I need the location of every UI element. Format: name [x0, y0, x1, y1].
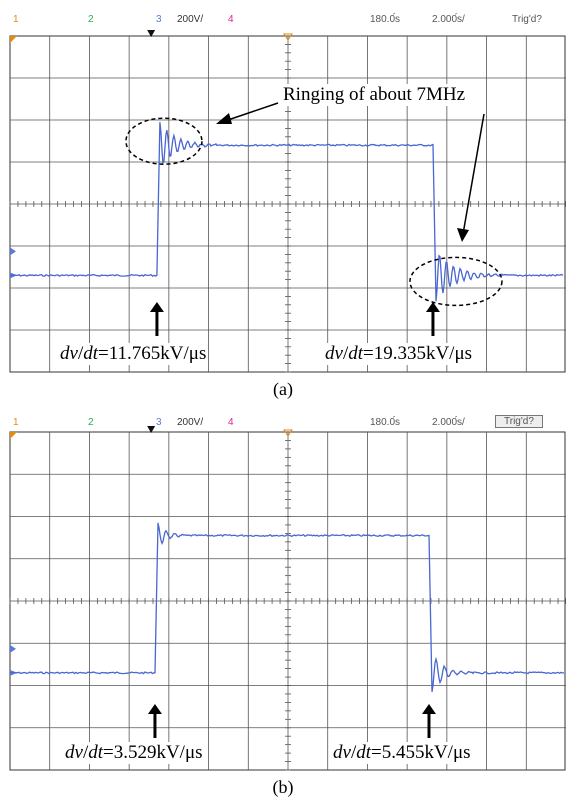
channel-1-label[interactable]: 1 [13, 417, 19, 428]
ch3-waveform [9, 122, 564, 302]
rise-dt: dt [83, 343, 98, 364]
delay-marker-icon [283, 429, 293, 437]
annotation-arrow-fall [462, 113, 485, 235]
trigger-position-icon [147, 30, 156, 37]
time-offset: 180.0́s [370, 417, 401, 428]
rise-dv: dv [60, 343, 78, 364]
time-per-div: 2.000́s/ [432, 14, 465, 25]
fall-dv: dv [325, 343, 343, 364]
trigger-level-icon [10, 247, 16, 256]
ringing-annotation: Ringing of about 7MHz [283, 84, 466, 106]
scope-display-b [9, 426, 566, 771]
annotation-arrowhead-rise-icon [216, 113, 232, 124]
fall-edge-arrowhead-icon [421, 704, 436, 714]
time-offset: 180.0́s [370, 14, 401, 25]
channel-3-label[interactable]: 3 [156, 14, 162, 25]
rise-value: =11.765kV/μs [98, 343, 207, 364]
fall-dt: dt [356, 742, 371, 763]
trigger-button[interactable]: Trig'd? [495, 415, 543, 428]
fall-dv: dv [333, 742, 351, 763]
fall-value: =5.455kV/μs [371, 742, 471, 763]
channel-1-label[interactable]: 1 [13, 14, 19, 25]
scope-header: 1 2 3 200V/ 4 180.0́s 2.000́s/ Trig'd? [0, 0, 566, 28]
ringing-fall-ellipse [409, 256, 503, 307]
annotation-arrowhead-fall-icon [457, 228, 469, 242]
time-per-div: 2.000́s/ [432, 417, 465, 428]
delay-marker-icon [283, 33, 293, 41]
rise-dv: dv [65, 742, 83, 763]
rise-slash: / [82, 742, 89, 763]
rise-edge-arrowhead-icon [147, 704, 162, 714]
ch3-waveform [9, 522, 565, 693]
rise-slash: / [77, 343, 84, 364]
channel-1-marker-icon [10, 432, 17, 439]
ringing-rise-ellipse [125, 117, 203, 165]
rise-dvdt-label: dv/dt=3.529kV/μs [65, 742, 203, 764]
fall-edge-arrowhead-icon [425, 302, 440, 312]
channel-3-label[interactable]: 3 [156, 417, 162, 428]
channel-4-label[interactable]: 4 [228, 417, 234, 428]
rise-value: =3.529kV/μs [103, 742, 203, 763]
fall-value: =19.335kV/μs [363, 343, 473, 364]
annotation-arrow-rise [221, 102, 279, 123]
trigger-status[interactable]: Trig'd? [512, 14, 542, 25]
fall-dt: dt [348, 343, 363, 364]
volts-per-div: 200V/ [177, 14, 204, 25]
rise-edge-arrowhead-icon [149, 302, 164, 312]
fall-slash: / [342, 343, 349, 364]
volts-per-div: 200V/ [177, 417, 204, 428]
rise-dt: dt [88, 742, 103, 763]
rise-dvdt-label: dv/dt=11.765kV/μs [60, 343, 207, 365]
fall-dvdt-label: dv/dt=5.455kV/μs [333, 742, 471, 764]
scope-header: 1 2 3 200V/ 4 180.0́s 2.000́s/ Trig'd? [0, 403, 566, 431]
trigger-position-icon [147, 426, 156, 433]
caption-b: (b) [272, 777, 294, 797]
channel-4-label[interactable]: 4 [228, 14, 234, 25]
fall-dvdt-label: dv/dt=19.335kV/μs [325, 343, 473, 365]
oscilloscope-panel-a: 1 2 3 200V/ 4 180.0́s 2.000́s/ Trig'd? R… [0, 0, 566, 399]
trigger-level-icon [10, 644, 16, 653]
oscilloscope-panel-b: 1 2 3 200V/ 4 180.0́s 2.000́s/ Trig'd? d… [0, 403, 566, 802]
channel-2-label[interactable]: 2 [88, 14, 94, 25]
fall-slash: / [350, 742, 357, 763]
caption-a: (a) [273, 379, 293, 399]
channel-2-label[interactable]: 2 [88, 417, 94, 428]
channel-1-marker-icon [10, 36, 17, 43]
